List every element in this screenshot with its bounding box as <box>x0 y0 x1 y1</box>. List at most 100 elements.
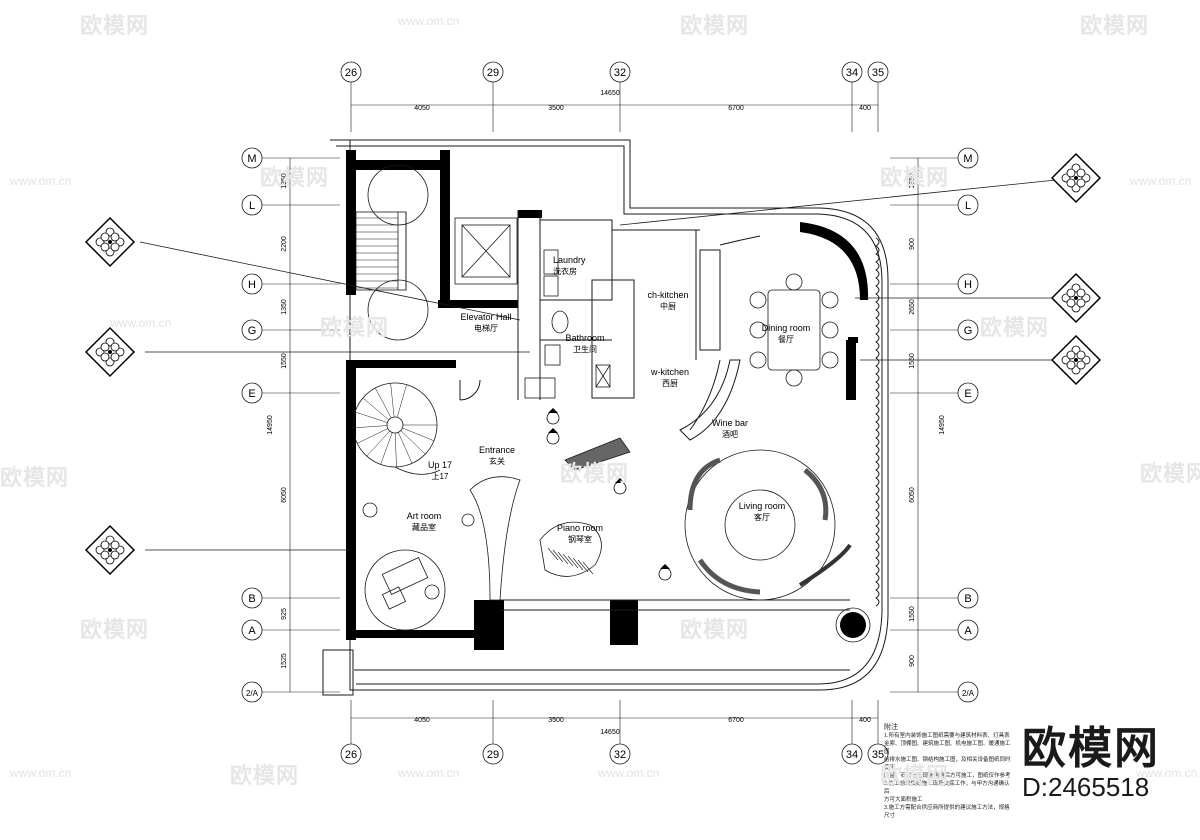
spiral-tread <box>398 432 413 464</box>
dining-chair <box>785 273 803 291</box>
dimension-text: 2650 <box>909 299 916 315</box>
spiral-tread <box>380 432 393 465</box>
dimension-text: 1350 <box>281 173 288 189</box>
spiral-tread <box>362 397 390 421</box>
watermark-brand: 欧模网 <box>0 466 70 491</box>
section-marker-dot <box>100 550 110 560</box>
dimension-text: 1350 <box>281 299 288 315</box>
room-label-en: w-kitchen <box>650 367 689 377</box>
note-line: 金索、顶棚图、建筑施工图、机电施工图、暖通施工图 <box>884 741 1011 755</box>
grid-column-label: 29 <box>487 749 499 761</box>
section-marker-dot <box>1076 178 1086 188</box>
room-label-cn: 洗衣房 <box>553 266 577 276</box>
spiral-tread <box>390 383 395 418</box>
room-label-cn: 藏品室 <box>412 522 436 532</box>
room-label-en: Bathroom <box>565 333 604 343</box>
note-line: 1.所有室内装饰施工图纸需要与建筑材料表、灯具表 <box>884 733 1010 739</box>
dimension-text: 4050 <box>414 105 430 112</box>
room-label-en: Art room <box>407 511 442 521</box>
watermark-brand: 欧模网 <box>80 14 150 39</box>
dining-chair <box>749 291 767 309</box>
watermark-url: www.om.cn <box>110 316 172 330</box>
elevation-marker <box>658 567 672 581</box>
grid-column-label: 32 <box>614 67 626 79</box>
grid-row-label: E <box>964 388 971 400</box>
grid-column-label: 35 <box>872 67 884 79</box>
dimension-text: 1350 <box>909 173 916 189</box>
section-marker-center <box>1074 358 1078 362</box>
section-marker-dot <box>110 352 120 362</box>
grid-column-label: 34 <box>846 67 858 79</box>
spiral-tread <box>354 411 388 423</box>
room-label-cn: 卫生间 <box>573 344 597 354</box>
grid-column-label: 26 <box>345 67 357 79</box>
grid-row-label: M <box>963 153 972 165</box>
grid-row-label: M <box>247 153 256 165</box>
room-label-en: Laundry <box>553 255 586 265</box>
spiral-tread <box>375 387 392 419</box>
grid-row-label: A <box>248 625 256 637</box>
piano-key <box>557 551 569 565</box>
section-marker-dot <box>1066 360 1076 370</box>
watermark-brand: 欧模网 <box>880 764 950 789</box>
dimension-text: 6700 <box>728 717 744 724</box>
elevation-arrow <box>548 408 558 413</box>
dining-chair <box>785 369 803 387</box>
room-label-en: Dining room <box>762 323 811 333</box>
dimension-text: 400 <box>859 105 871 112</box>
watermark-url: www.om.cn <box>1136 766 1198 780</box>
dimension-total: 14650 <box>600 90 620 97</box>
brand-name: 欧模网 <box>1022 723 1160 774</box>
section-marker-center <box>1074 176 1078 180</box>
section-marker-dot <box>1066 298 1076 308</box>
room-label-cn: 上17 <box>432 472 449 481</box>
dimension-text: 400 <box>859 717 871 724</box>
dimension-text: 1550 <box>909 353 916 369</box>
dining-chair <box>749 321 767 339</box>
grid-row-label: H <box>248 279 256 291</box>
section-marker-dot <box>110 342 120 352</box>
watermark-url: www.om.cn <box>598 766 660 780</box>
section-marker-dot <box>110 550 120 560</box>
section-marker-dot <box>1066 178 1076 188</box>
piano-key <box>582 561 594 575</box>
spiral-tread <box>366 430 390 457</box>
note-line: 2.施工前须做好施工现场交底工作，与甲方沟通确认后 <box>884 781 1010 795</box>
dimension-text: 900 <box>909 655 916 667</box>
dimension-text: 925 <box>281 608 288 620</box>
grid-row-label: B <box>248 593 255 605</box>
room-label-cn: 中厨 <box>660 301 676 311</box>
room-label-en: ch-kitchen <box>647 290 688 300</box>
section-marker-dot <box>100 540 110 550</box>
watermark-url: www.om.cn <box>10 766 72 780</box>
room-label-en: Piano room <box>557 523 603 533</box>
watermark-brand: 欧模网 <box>80 618 150 643</box>
dimension-text: 1550 <box>909 606 916 622</box>
dimension-text: 6700 <box>728 105 744 112</box>
watermark-brand: 欧模网 <box>260 166 330 191</box>
watermark-brand: 欧模网 <box>680 618 750 643</box>
note-line: 门窗、石材等需现场测量后方可施工，图纸仅作参考 <box>884 773 1011 779</box>
elevation-arrow <box>548 428 558 433</box>
brand-block: 欧模网 D:2465518 <box>1022 712 1160 803</box>
watermark-brand: 欧模网 <box>320 316 390 341</box>
drawing-notes: 附注 1.所有室内装饰施工图纸需要与建筑材料表、灯具表金索、顶棚图、建筑施工图、… <box>884 724 1014 820</box>
section-marker-dot <box>1066 350 1076 360</box>
dimension-text: 6050 <box>281 487 288 503</box>
section-marker-dot <box>100 342 110 352</box>
dimension-text: 1525 <box>281 653 288 669</box>
grid-row-label: L <box>249 200 255 212</box>
spiral-tread <box>396 384 407 418</box>
piano-key <box>562 553 574 567</box>
dimension-text: 2200 <box>281 236 288 252</box>
room-label-cn: 西厨 <box>662 379 678 388</box>
room-label-cn: 客厅 <box>754 512 770 522</box>
section-marker-dot <box>1076 288 1086 298</box>
section-marker-dot <box>100 352 110 362</box>
dimension-text: 900 <box>909 238 916 250</box>
piano-key <box>547 547 559 561</box>
section-marker-dot <box>1076 168 1086 178</box>
grid-column-label: 26 <box>345 749 357 761</box>
spiral-tread <box>357 428 388 444</box>
section-marker-dot <box>110 540 120 550</box>
